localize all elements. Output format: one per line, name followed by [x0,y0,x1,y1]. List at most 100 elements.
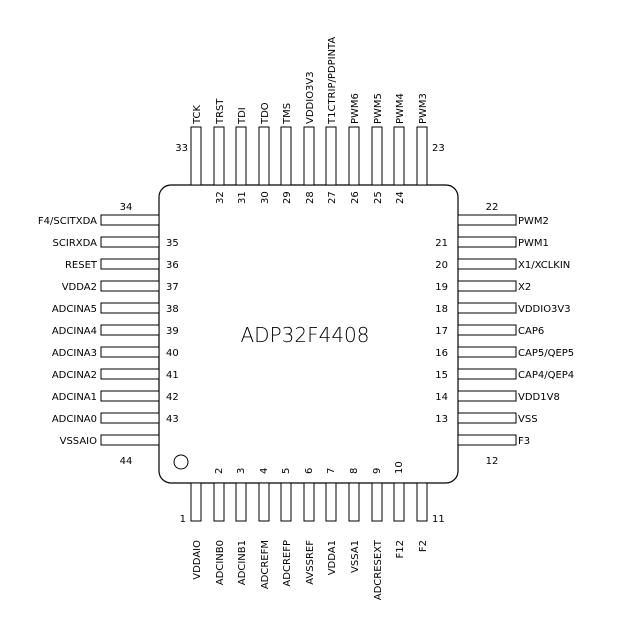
pin-36-lead [100,258,160,270]
pin-15-lead [457,368,517,380]
pin-4-label: ADCREFM [260,540,271,589]
pin-22-number: 22 [486,202,499,213]
pin-5-label: ADCREFP [282,540,293,587]
pin-32-label: TRST [215,98,226,125]
pin-15-label: CAP4/QEP4 [518,370,574,381]
pin-13-lead [457,412,517,424]
pin-26-lead [348,126,360,186]
pin-25-lead [371,126,383,186]
pin-36-label: RESET [65,260,98,271]
pins-layer: 1VDDAIO2ADCINB03ADCINB14ADCREFM5ADCREFP6… [38,37,574,601]
pin-4-number: 4 [259,468,270,474]
pin-16-number: 16 [435,348,448,359]
pin-42-lead [100,390,160,402]
pin-43-lead [100,412,160,424]
pin-9-number: 9 [372,468,383,474]
pin-20-number: 20 [435,260,448,271]
pin-30-number: 30 [260,191,271,204]
pin-1-label: VDDAIO [192,540,203,580]
pin-12-label: F3 [518,436,530,447]
pin-5-number: 5 [281,468,292,474]
pin-20-label: X1/XCLKIN [518,260,570,271]
pin-10-number: 10 [394,461,405,474]
pin-35-number: 35 [166,238,179,249]
pin-29-label: TMS [282,103,293,125]
pin-11-number: 11 [432,514,445,525]
pin-38-number: 38 [166,304,179,315]
pin-26-label: PWM6 [350,93,361,124]
pin-39-number: 39 [166,326,179,337]
pin-14-label: VDD1V8 [518,392,560,403]
pin-42-number: 42 [166,392,179,403]
pin-41-number: 41 [166,370,179,381]
pin-27-lead [325,126,337,186]
pin-19-number: 19 [435,282,448,293]
pin-37-number: 37 [166,282,179,293]
pin-41-label: ADCINA2 [52,370,97,381]
pin-21-number: 21 [435,238,448,249]
pin-5-lead [280,482,292,522]
pin-41-lead [100,368,160,380]
pin-39-label: ADCINA4 [52,326,97,337]
pin-10-label: F12 [395,540,406,558]
pin-33-number: 33 [175,143,188,154]
pin-22-label: PWM2 [518,216,549,227]
pin-8-label: VSSA1 [350,540,361,573]
pin-32-number: 32 [215,191,226,204]
pin-21-label: PWM1 [518,238,549,249]
pin-8-number: 8 [349,468,360,474]
pin-24-lead [393,126,405,186]
pin-24-number: 24 [395,191,406,204]
pin-39-lead [100,324,160,336]
pin1-marker-dot [173,454,189,470]
pin-31-number: 31 [237,191,248,204]
pin-9-lead [371,482,383,522]
pin-15-number: 15 [435,370,448,381]
pin-9-label: ADCRESEXT [373,539,384,600]
pin-7-lead [325,482,337,522]
pin-38-lead [100,302,160,314]
pin-21-lead [457,236,517,248]
pin-19-label: X2 [518,282,531,293]
pin-14-number: 14 [435,392,448,403]
pin-33-lead [190,126,202,186]
pin-2-label: ADCINB0 [215,540,226,585]
pin-18-number: 18 [435,304,448,315]
pin-31-lead [235,126,247,186]
pin-40-label: ADCINA3 [52,348,97,359]
pin-44-lead [100,434,160,446]
pin-37-label: VDDA2 [62,282,97,293]
pin-20-lead [457,258,517,270]
pin-22-lead [457,214,517,226]
pin-34-lead [100,214,160,226]
pin-40-number: 40 [166,348,179,359]
pin-30-label: TDO [260,102,271,125]
pin-28-lead [303,126,315,186]
pin-34-number: 34 [120,202,133,213]
pin-2-number: 2 [214,468,225,474]
pin-23-number: 23 [432,143,445,154]
pin-17-lead [457,324,517,336]
pin-35-label: SCIRXDA [53,238,98,249]
pin-26-number: 26 [350,191,361,204]
pin-29-number: 29 [282,191,293,204]
pin-11-label: F2 [418,540,429,552]
pin-44-number: 44 [120,456,133,467]
pin-7-label: VDDA1 [327,540,338,575]
pin-18-label: VDDIO3V3 [518,304,571,315]
pin-44-label: VSSAIO [60,436,98,447]
pin-23-lead [416,126,428,186]
pin-1-number: 1 [180,514,186,525]
pin-28-number: 28 [305,191,316,204]
chip-name: ADP32F4408 [241,323,370,347]
pin-8-lead [348,482,360,522]
pin-3-label: ADCINB1 [237,540,248,585]
pin-29-lead [280,126,292,186]
pin-13-number: 13 [435,414,448,425]
pin-43-label: ADCINA0 [52,414,97,425]
pin-6-label: AVSSREF [305,540,316,585]
pin-19-lead [457,280,517,292]
pin-23-label: PWM3 [418,93,429,124]
